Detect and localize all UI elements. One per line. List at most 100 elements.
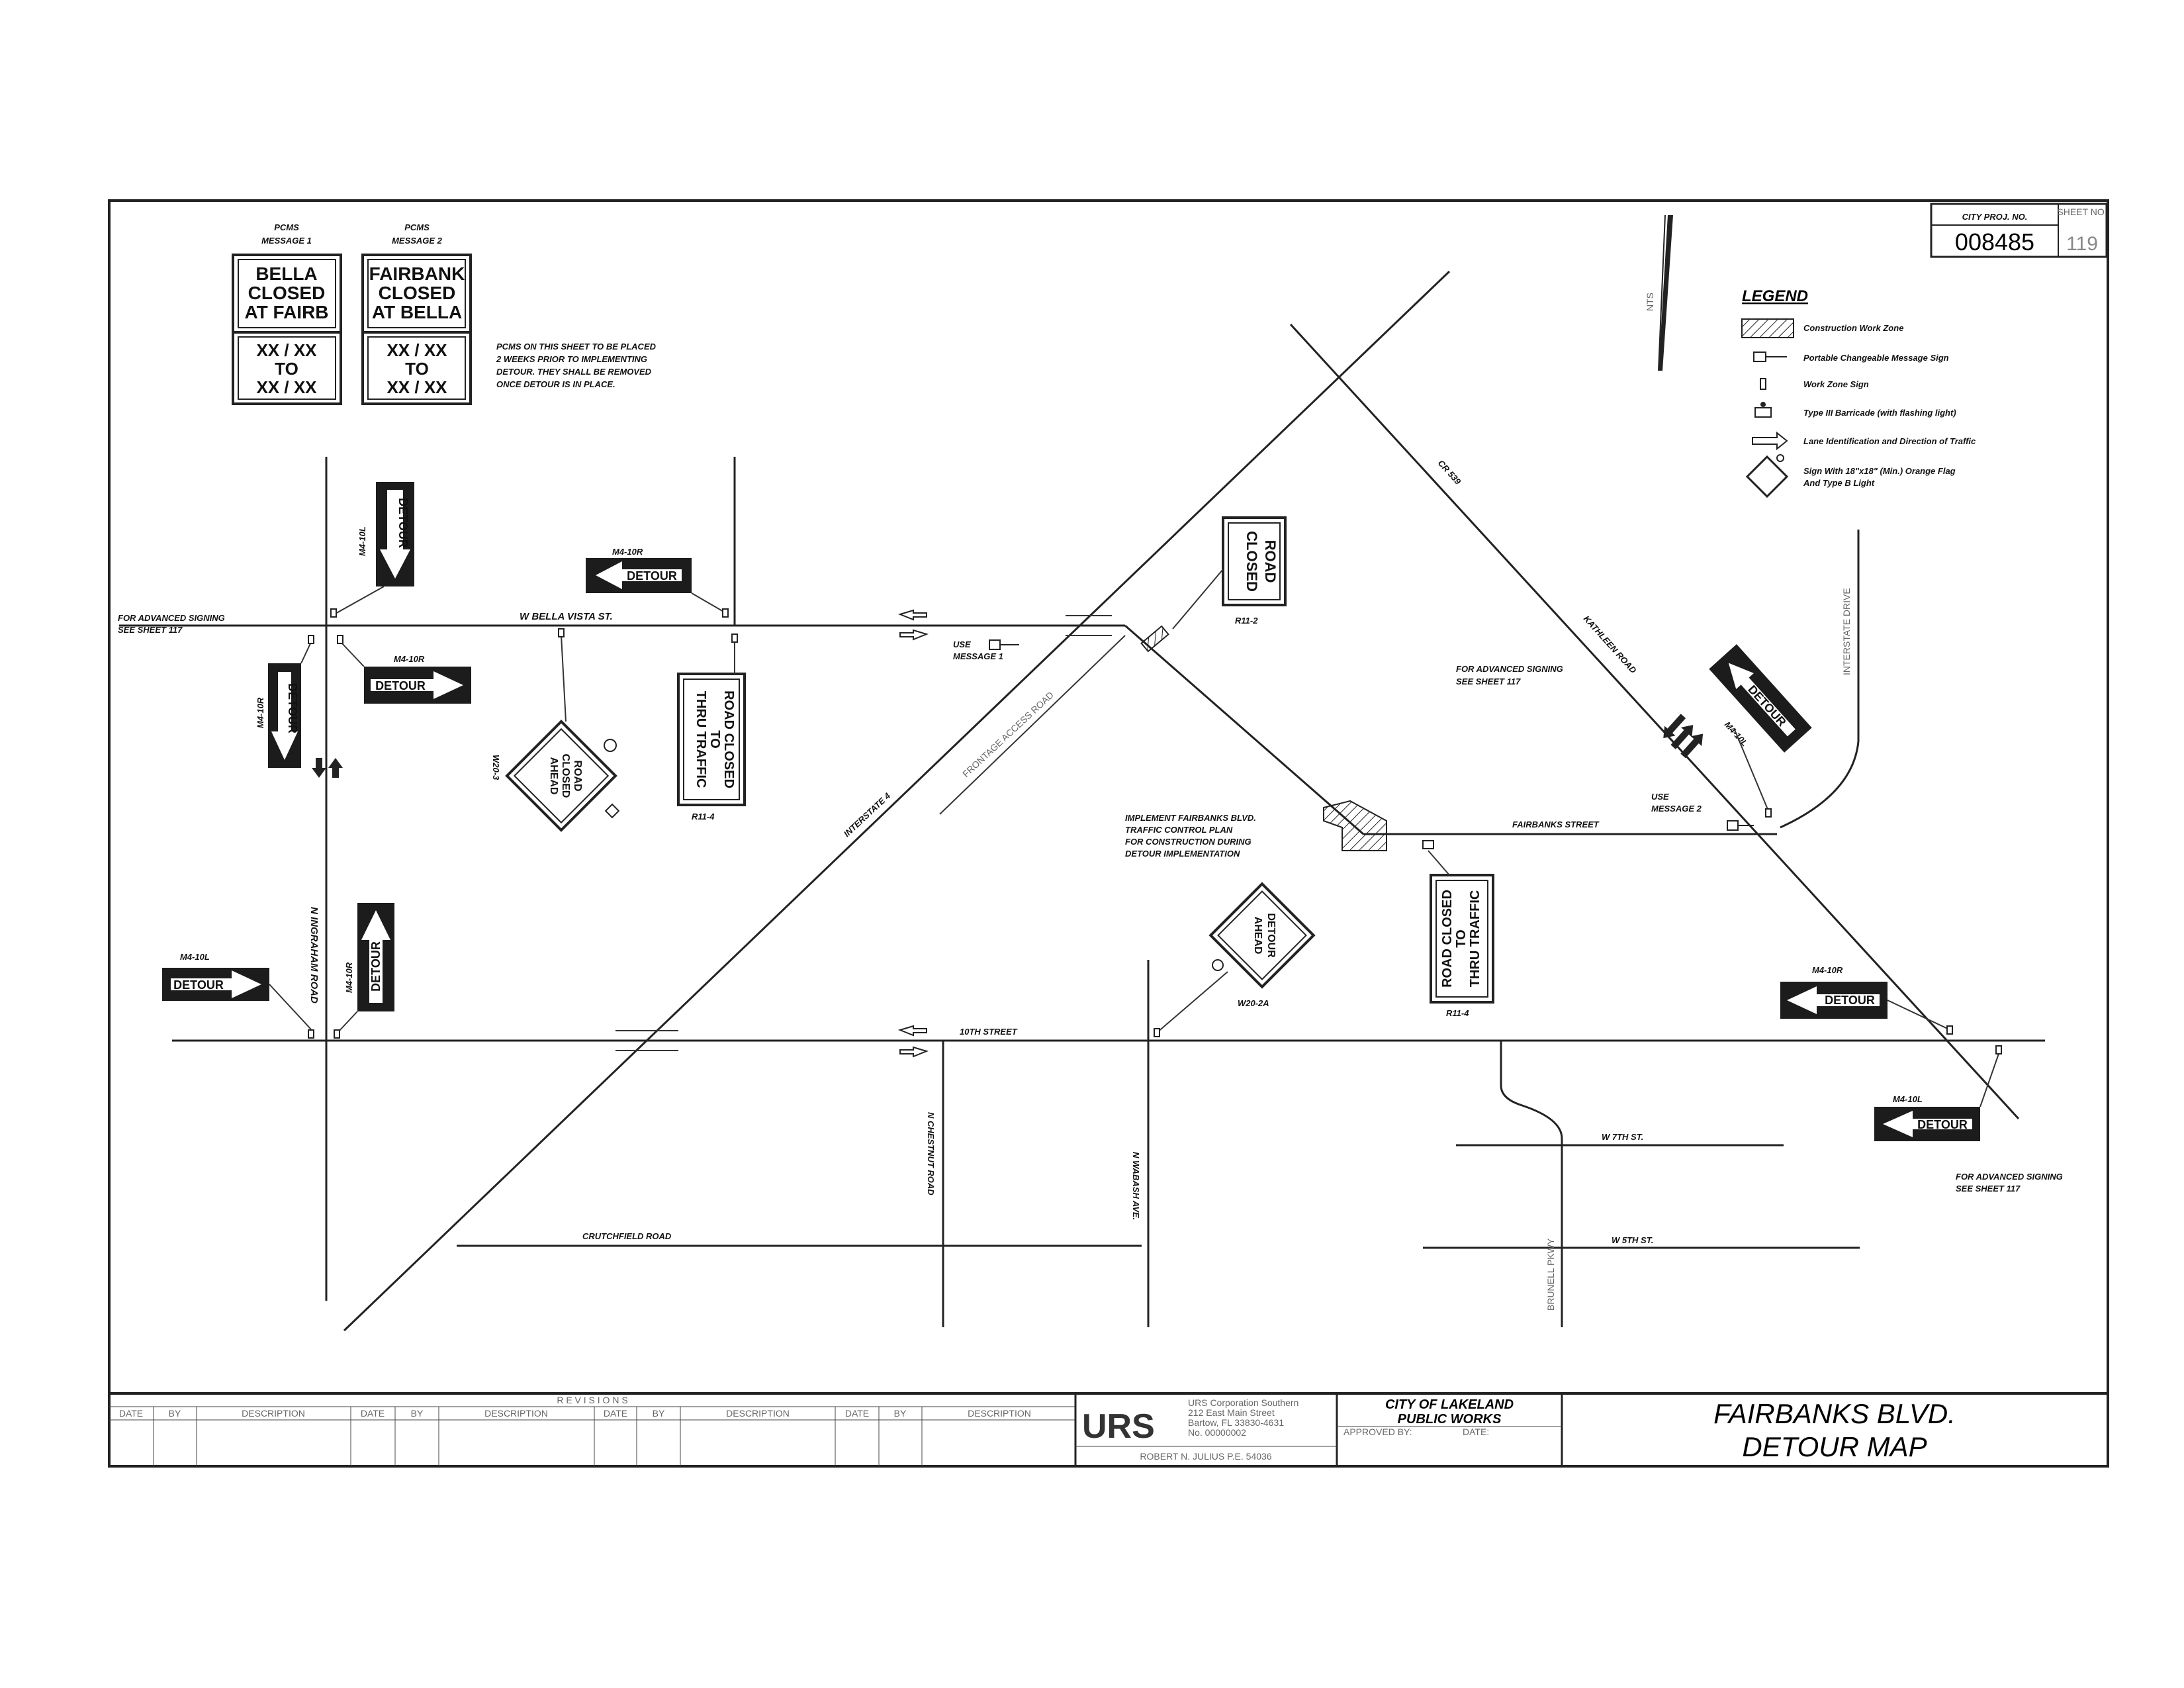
col-by-4: BY <box>894 1408 907 1419</box>
pcms-note-1: PCMS ON THIS SHEET TO BE PLACED <box>496 342 657 352</box>
rct1-line-2: TO <box>707 730 722 748</box>
lane-arrow-icon <box>1752 431 1788 451</box>
bridge-bella <box>1066 615 1112 636</box>
col-by-2: BY <box>411 1408 424 1419</box>
road-closed-thru-sign-1: ROAD CLOSED TO THRU TRAFFIC R11-4 <box>677 633 746 821</box>
note-use-msg1-2: MESSAGE 1 <box>953 651 1003 661</box>
pcms-message-1: PCMS MESSAGE 1 BELLA CLOSED AT FAIRB XX … <box>232 222 342 405</box>
legend-item-3: Work Zone Sign <box>1803 379 1869 389</box>
rca-line-3: AHEAD <box>548 757 559 795</box>
road-kathleen <box>1289 323 2020 1120</box>
rct2-line-2: TO <box>1454 929 1469 947</box>
r11-4-code-1: R11-4 <box>692 812 715 821</box>
note-adv-right-2: SEE SHEET 117 <box>1956 1184 2021 1194</box>
detour-sign-bella-top: M4-10R DETOUR <box>586 547 729 618</box>
lane-arrow-icon <box>897 609 929 1058</box>
legend-item-2: Portable Changeable Message Sign <box>1803 353 1949 363</box>
col-desc-1: DESCRIPTION <box>242 1408 305 1419</box>
legend: LEGEND Construction Work Zone Portable C… <box>1741 287 1976 498</box>
company-2: 212 East Main Street <box>1188 1407 1275 1418</box>
work-zone-sign-icon <box>1760 378 1766 390</box>
pcms2-bot-1: XX / XX <box>387 340 447 360</box>
title-line-2: DETOUR MAP <box>1742 1431 1927 1462</box>
notes: FOR ADVANCED SIGNING SEE SHEET 117 FOR A… <box>118 613 2063 1194</box>
project-number-box: CITY PROJ. NO. 008485 SHEET NO. 119 <box>1930 203 2108 258</box>
label-bella-vista: W BELLA VISTA ST. <box>520 611 613 622</box>
detour-code-6: M4-10L <box>180 952 210 962</box>
col-date-1: DATE <box>119 1408 143 1419</box>
revisions-label: R E V I S I O N S <box>557 1395 627 1405</box>
proj-label: CITY PROJ. NO. <box>1962 212 2028 222</box>
legend-item-7: And Type B Light <box>1803 478 1875 488</box>
barricade-icon <box>1140 625 1169 653</box>
note-use-msg2-2: MESSAGE 2 <box>1651 804 1702 814</box>
detour-sign-bella-right: M4-10R DETOUR <box>337 635 471 704</box>
detour-sign-kathleen: DETOUR M4-10L <box>1709 644 1812 818</box>
north-label: NTS <box>1645 293 1655 311</box>
detour-sign-ingraham-left: M4-10R DETOUR <box>255 635 314 768</box>
label-interstate-4: INTERSTATE 4 <box>842 790 893 839</box>
diamond-sign-flag-icon <box>1745 454 1789 498</box>
pcms2-top-2: CLOSED <box>379 283 456 303</box>
detour-text-9: DETOUR <box>1917 1118 1968 1131</box>
pcms1-bot-1: XX / XX <box>256 340 317 360</box>
proj-no: 008485 <box>1955 228 2034 256</box>
legend-item-5: Lane Identification and Direction of Tra… <box>1803 436 1976 446</box>
city-2: PUBLIC WORKS <box>1398 1412 1502 1427</box>
pcms-message-2: PCMS MESSAGE 2 FAIRBANK CLOSED AT BELLA … <box>361 222 472 405</box>
w20-2a-code: W20-2A <box>1238 998 1269 1008</box>
col-date-4: DATE <box>845 1408 869 1419</box>
detour-sign-ingraham-top: DETOUR M4-10L <box>330 482 414 618</box>
detour-text-6: DETOUR <box>173 978 224 992</box>
pcms-note: PCMS ON THIS SHEET TO BE PLACED 2 WEEKS … <box>496 342 657 389</box>
note-use-msg1-1: USE <box>953 639 971 649</box>
rct2-line-3: THRU TRAFFIC <box>1468 890 1482 988</box>
date-label: DATE: <box>1463 1427 1489 1437</box>
label-chestnut: N CHESTNUT ROAD <box>926 1112 936 1196</box>
detour-code-9: M4-10L <box>1893 1094 1923 1104</box>
legend-item-4: Type III Barricade (with flashing light) <box>1803 408 1956 418</box>
sheet-no: 119 <box>2066 233 2098 255</box>
col-desc-3: DESCRIPTION <box>726 1408 790 1419</box>
r11-2-code: R11-2 <box>1235 616 1258 626</box>
note-implement-4: DETOUR IMPLEMENTATION <box>1125 849 1240 859</box>
detour-text-5: DETOUR <box>369 941 383 992</box>
note-adv-right-1: FOR ADVANCED SIGNING <box>1956 1172 2063 1182</box>
bridge-10th <box>615 1030 678 1051</box>
rc-line-1: ROAD <box>1262 540 1279 583</box>
road-frontage-access <box>939 635 1126 815</box>
road-interstate-drive <box>1780 530 1860 829</box>
detour-text-2: DETOUR <box>627 569 677 583</box>
pcms2-title-1: PCMS <box>404 222 430 232</box>
detour-code-8: M4-10R <box>1812 965 1843 975</box>
note-implement-2: TRAFFIC CONTROL PLAN <box>1125 825 1233 835</box>
city-1: CITY OF LAKELAND <box>1385 1397 1514 1412</box>
detour-sign-far-right: M4-10L DETOUR <box>1874 1045 2002 1141</box>
pcms1-title-2: MESSAGE 1 <box>261 236 312 246</box>
col-date-3: DATE <box>604 1408 627 1419</box>
pcms2-bot-3: XX / XX <box>387 377 447 397</box>
rct1-line-3: THRU TRAFFIC <box>694 691 708 788</box>
road-labels: W BELLA VISTA ST. N INGRAHAM ROAD CR 539… <box>308 458 1852 1311</box>
title-block: R E V I S I O N S DATE BY DESCRIPTION DA… <box>109 1392 2108 1466</box>
note-adv-left-2: SEE SHEET 117 <box>118 625 183 635</box>
rct1-line-1: ROAD CLOSED <box>721 690 736 788</box>
detour-sign-ingraham-bottom: M4-10R DETOUR <box>334 903 394 1039</box>
pcms1-top-3: AT FAIRB <box>244 302 328 322</box>
company-1: URS Corporation Southern <box>1188 1397 1298 1408</box>
detour-text-3: DETOUR <box>375 679 426 692</box>
pcms-note-4: ONCE DETOUR IS IN PLACE. <box>496 379 615 389</box>
pcms-sign-icon <box>989 639 1019 650</box>
detour-text-4: DETOUR <box>286 683 299 733</box>
sheet-label: SHEET NO. <box>2057 207 2107 217</box>
r11-4-code-2: R11-4 <box>1446 1008 1469 1018</box>
label-interstate-dr: INTERSTATE DRIVE <box>1841 588 1852 675</box>
detour-ahead-sign: DETOUR AHEAD W20-2A <box>1154 882 1316 1037</box>
label-n-ingraham: N INGRAHAM ROAD <box>308 907 320 1004</box>
pcms1-bot-2: TO <box>275 359 298 379</box>
title-line-1: FAIRBANKS BLVD. <box>1713 1398 1956 1429</box>
pcms-note-2: 2 WEEKS PRIOR TO IMPLEMENTING <box>496 354 647 364</box>
detour-code-5: M4-10R <box>344 962 354 993</box>
detour-sign-10th-left: M4-10L DETOUR <box>162 952 314 1039</box>
